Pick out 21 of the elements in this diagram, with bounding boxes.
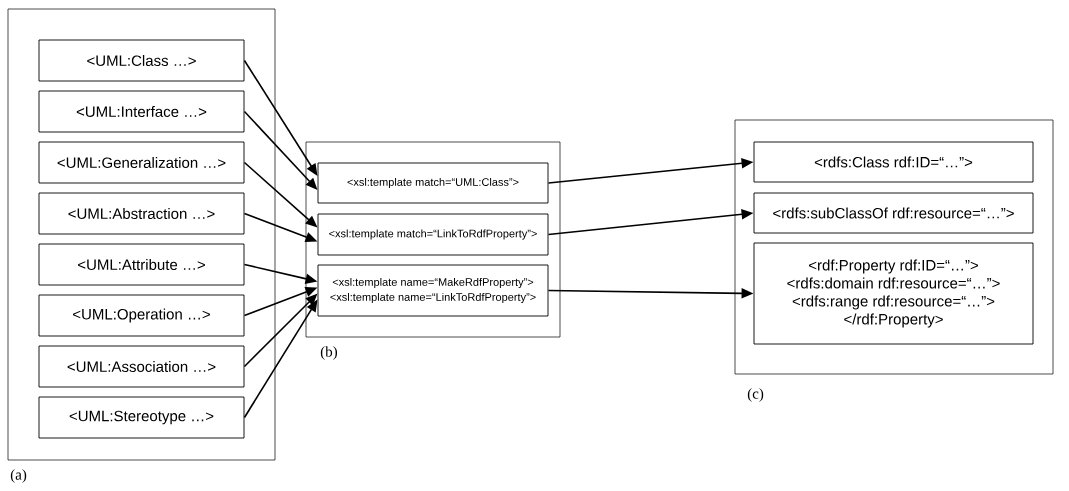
template-box: <UML:Stereotype …>: [38, 396, 245, 439]
template-box: <xsl:template match=“LinkToRdfProperty”>: [317, 213, 549, 256]
template-box: <rdfs:subClassOf rdf:resource=“…”>: [753, 192, 1034, 234]
panel-frame: [7, 8, 276, 461]
template-box: <UML:Generalization …>: [38, 141, 245, 184]
template-box: <UML:Interface …>: [38, 90, 245, 133]
template-box: <UML:Association …>: [38, 345, 245, 388]
panel-frame: [305, 141, 561, 338]
arrow: [243, 59, 318, 176]
panel-label: (b): [320, 346, 338, 360]
template-box: <rdf:Property rdf:ID=“…”> <rdfs:domain rdf:resource=“…”> <rdfs:range rdf:resource=“…”> </rdf:Property>: [753, 242, 1034, 345]
panel-label: (a): [10, 469, 27, 483]
panel-label: (c): [747, 388, 764, 402]
template-box: <UML:Attribute …>: [38, 243, 245, 286]
panel-frame: [734, 119, 1054, 375]
template-box: <UML:Operation …>: [38, 294, 245, 337]
template-box: <xsl:template match=“UML:Class”>: [317, 162, 549, 204]
template-box: <UML:Class …>: [38, 39, 245, 82]
template-box: <xsl:template name=“MakeRdfProperty”> <xsl:template name=“LinkToRdfProperty”>: [317, 264, 549, 317]
template-box: <rdfs:Class rdf:ID=“…”>: [753, 141, 1034, 183]
template-box: <UML:Abstraction …>: [38, 192, 245, 235]
